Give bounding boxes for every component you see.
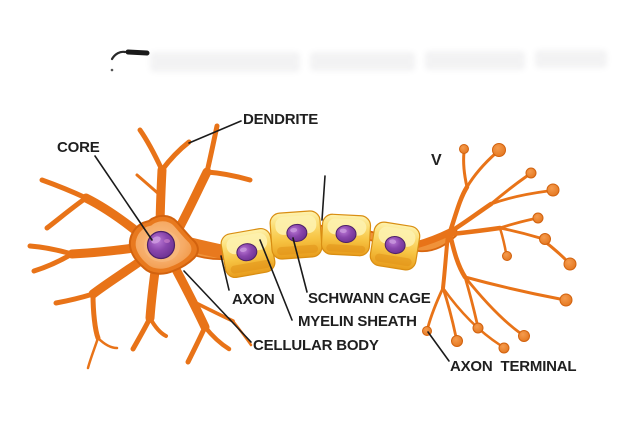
myelin-sheath-segments bbox=[220, 210, 421, 279]
pointer-cellular-body bbox=[183, 270, 252, 343]
myelin-segment-2 bbox=[269, 210, 323, 260]
label-axon-terminal: AXON TERMINAL bbox=[450, 358, 577, 375]
terminal-bouton bbox=[518, 330, 530, 342]
pointer-axon-terminal bbox=[427, 331, 450, 362]
pointer-myelin-sheath bbox=[259, 239, 293, 321]
terminal-bouton bbox=[451, 335, 463, 347]
label-schwann-cage: SCHWANN CAGE bbox=[308, 290, 431, 307]
terminal-bouton bbox=[472, 322, 484, 334]
terminal-bouton bbox=[563, 257, 577, 271]
myelin-segment-4 bbox=[369, 221, 421, 271]
terminal-bouton bbox=[502, 251, 512, 261]
terminal-bouton bbox=[492, 143, 506, 157]
terminal-bouton bbox=[546, 183, 560, 197]
soma bbox=[128, 214, 199, 275]
label-cellular-body: CELLULAR BODY bbox=[253, 337, 379, 354]
erased-title-remnant bbox=[310, 52, 415, 71]
erased-title-remnant bbox=[535, 50, 607, 68]
pointer-axon bbox=[220, 255, 230, 291]
stray-mark: V bbox=[431, 152, 442, 169]
pointer-dendrite bbox=[188, 120, 242, 144]
label-core: CORE bbox=[57, 139, 100, 156]
core-nucleus bbox=[146, 230, 176, 260]
erased-title-remnant bbox=[150, 52, 300, 72]
schwann-nucleus-3 bbox=[335, 224, 357, 244]
terminal-bouton bbox=[498, 342, 510, 354]
terminal-bouton bbox=[559, 293, 573, 307]
myelin-segment-3 bbox=[320, 213, 372, 257]
label-myelin-sheath: MYELIN SHEATH bbox=[298, 313, 417, 330]
terminal-bouton bbox=[525, 167, 537, 179]
terminal-bouton bbox=[459, 144, 469, 154]
axon-terminal-branches bbox=[412, 143, 577, 354]
myelin-segment-1 bbox=[220, 227, 276, 279]
terminal-bouton bbox=[532, 212, 544, 224]
pointer-lines bbox=[94, 120, 450, 362]
terminal-boutons bbox=[422, 143, 577, 354]
erased-title-marks bbox=[110, 49, 150, 72]
label-dendrite: DENDRITE bbox=[243, 111, 319, 128]
erased-title-remnant bbox=[425, 51, 525, 70]
label-axon: AXON bbox=[232, 291, 275, 308]
pointer-unlabeled bbox=[321, 175, 326, 221]
pointer-schwann-cage bbox=[292, 237, 308, 293]
pointer-core bbox=[94, 155, 153, 241]
terminal-bouton bbox=[539, 233, 551, 245]
